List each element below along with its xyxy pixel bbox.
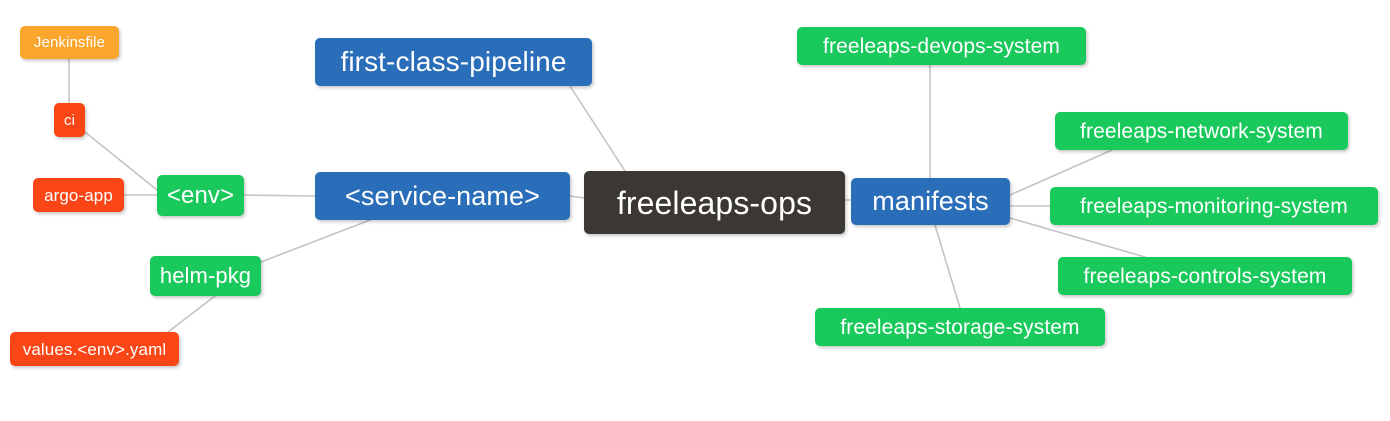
mindmap-node-storage-system[interactable]: freeleaps-storage-system bbox=[815, 308, 1105, 346]
mindmap-node-values-yaml[interactable]: values.<env>.yaml bbox=[10, 332, 179, 366]
mindmap-edge bbox=[569, 85, 626, 172]
mindmap-node-label: <env> bbox=[166, 181, 235, 209]
mindmap-node-label: first-class-pipeline bbox=[340, 46, 567, 77]
mindmap-node-label: freeleaps-devops-system bbox=[823, 34, 1060, 58]
mindmap-edge bbox=[934, 224, 961, 309]
mindmap-node-label: freeleaps-storage-system bbox=[840, 315, 1080, 339]
mindmap-node-jenkinsfile[interactable]: Jenkinsfile bbox=[20, 26, 119, 59]
mindmap-node-monitoring-system[interactable]: freeleaps-monitoring-system bbox=[1050, 187, 1378, 225]
mindmap-node-devops-system[interactable]: freeleaps-devops-system bbox=[797, 27, 1086, 65]
mindmap-node-service-name[interactable]: <service-name> bbox=[315, 172, 570, 220]
mindmap-node-controls-system[interactable]: freeleaps-controls-system bbox=[1058, 257, 1352, 295]
mindmap-node-label: freeleaps-monitoring-system bbox=[1080, 194, 1348, 218]
mindmap-edge bbox=[167, 295, 216, 333]
mindmap-node-label: <service-name> bbox=[345, 180, 540, 211]
mindmap-edge bbox=[243, 194, 316, 197]
mindmap-node-ci[interactable]: ci bbox=[54, 103, 85, 137]
mindmap-edge bbox=[260, 219, 371, 263]
mindmap-node-label: argo-app bbox=[44, 185, 113, 205]
mindmap-node-manifests[interactable]: manifests bbox=[851, 178, 1010, 225]
mindmap-node-helm-pkg[interactable]: helm-pkg bbox=[150, 256, 261, 296]
mindmap-node-network-system[interactable]: freeleaps-network-system bbox=[1055, 112, 1348, 150]
mindmap-node-env[interactable]: <env> bbox=[157, 175, 244, 216]
mindmap-node-label: helm-pkg bbox=[159, 263, 252, 288]
mindmap-node-label: freeleaps-controls-system bbox=[1083, 264, 1327, 288]
mindmap-node-argo-app[interactable]: argo-app bbox=[33, 178, 124, 212]
mindmap-node-label: freeleaps-network-system bbox=[1080, 119, 1323, 143]
mindmap-node-label: values.<env>.yaml bbox=[22, 339, 167, 359]
mindmap-node-first-class-pipeline[interactable]: first-class-pipeline bbox=[315, 38, 592, 86]
mindmap-node-label: ci bbox=[63, 111, 76, 129]
mindmap-edge bbox=[569, 195, 585, 199]
mindmap-node-freeleaps-ops[interactable]: freeleaps-ops bbox=[584, 171, 845, 234]
mindmap-node-label: freeleaps-ops bbox=[616, 184, 813, 221]
mindmap-node-label: Jenkinsfile bbox=[33, 34, 106, 51]
mindmap-node-label: manifests bbox=[872, 186, 989, 216]
